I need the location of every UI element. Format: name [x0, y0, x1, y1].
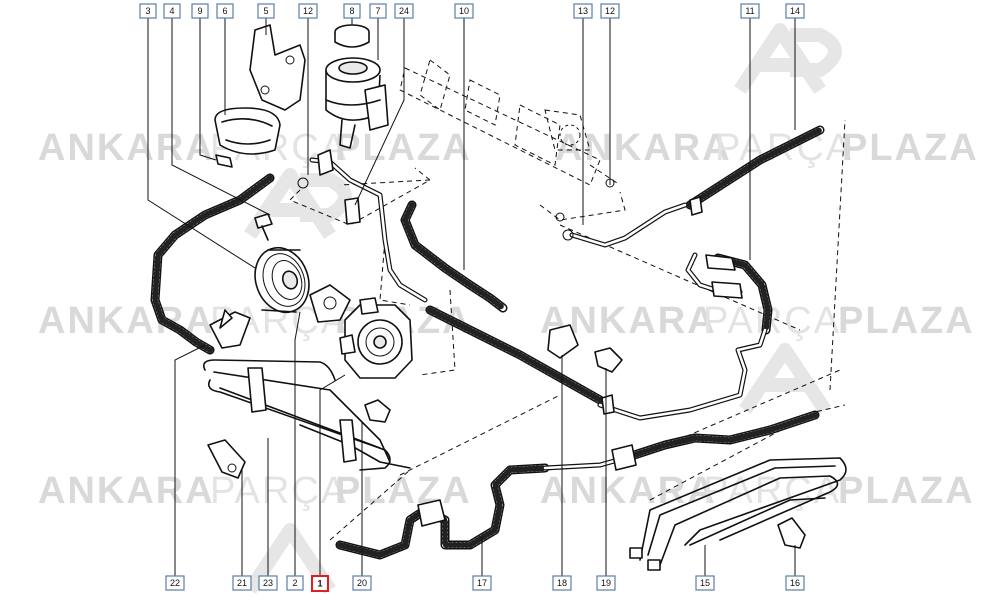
callout-label[interactable]: 7 [369, 3, 387, 19]
svg-text:12: 12 [605, 6, 615, 16]
svg-text:22: 22 [170, 578, 180, 588]
watermark-brand-right: PLAZA [335, 127, 472, 169]
callout-label[interactable]: 15 [695, 575, 715, 591]
steering-rack [399, 59, 621, 186]
watermark-brand-left: ANKARA [38, 127, 215, 169]
callout-label[interactable]: 23 [258, 575, 278, 591]
svg-text:9: 9 [197, 6, 202, 16]
svg-text:1: 1 [317, 579, 322, 589]
callout-label[interactable]: 22 [165, 575, 185, 591]
callout-label[interactable]: 12 [600, 3, 620, 19]
svg-text:23: 23 [263, 578, 273, 588]
svg-text:17: 17 [477, 578, 487, 588]
reservoir-bracket [214, 24, 306, 168]
callout-label[interactable]: 5 [257, 3, 275, 19]
callout-label[interactable]: 16 [785, 575, 805, 591]
svg-text:21: 21 [237, 578, 247, 588]
watermark-brand-mid: PARÇA [703, 300, 841, 342]
watermark: ANKARA PARÇA PLAZA ANKARA PARÇA PLAZA AN… [38, 23, 979, 594]
svg-text:12: 12 [303, 6, 313, 16]
leader-lines [147, 17, 796, 578]
svg-text:5: 5 [263, 6, 268, 16]
cooler-loop-right [629, 457, 847, 571]
callouts-top: 3 4 9 6 5 12 8 7 [139, 3, 805, 19]
callout-label[interactable]: 18 [552, 575, 572, 591]
callout-label[interactable]: 17 [472, 575, 492, 591]
callout-label[interactable]: 9 [191, 3, 209, 19]
svg-text:8: 8 [349, 6, 354, 16]
callout-label[interactable]: 8 [343, 3, 361, 19]
svg-text:2: 2 [292, 578, 297, 588]
svg-text:18: 18 [557, 578, 567, 588]
callout-label[interactable]: 6 [216, 3, 234, 19]
watermark-brand-right: PLAZA [335, 470, 472, 512]
small-parts [207, 149, 806, 549]
watermark-brand-left: ANKARA [38, 470, 215, 512]
svg-text:20: 20 [357, 578, 367, 588]
svg-text:7: 7 [375, 6, 380, 16]
svg-text:11: 11 [745, 6, 754, 16]
svg-text:4: 4 [169, 6, 174, 16]
watermark-brand-mid: PARÇA [210, 470, 348, 512]
watermark-brand-left: ANKARA [540, 470, 717, 512]
pump-flange [309, 284, 351, 323]
watermark-brand-right: PLAZA [842, 127, 979, 169]
callout-label[interactable]: 2 [286, 575, 304, 591]
svg-text:14: 14 [790, 6, 800, 16]
svg-text:10: 10 [459, 6, 469, 16]
watermark-brand-right: PLAZA [838, 470, 975, 512]
callout-label[interactable]: 12 [298, 3, 318, 19]
callout-label[interactable]: 19 [596, 575, 616, 591]
cooler-loop-left [202, 359, 411, 471]
callout-label-highlighted[interactable]: 1 [311, 575, 329, 592]
watermark-brand-right: PLAZA [838, 300, 975, 342]
svg-text:19: 19 [601, 578, 611, 588]
callout-label[interactable]: 13 [573, 3, 593, 19]
callout-label[interactable]: 20 [352, 575, 372, 591]
reservoir [325, 24, 389, 149]
callout-label[interactable]: 11 [740, 3, 760, 19]
assembly-guides [289, 119, 846, 541]
hoses [150, 125, 825, 560]
callout-label[interactable]: 21 [232, 575, 252, 591]
pulley [254, 246, 310, 314]
callout-label[interactable]: 24 [394, 3, 414, 19]
svg-text:15: 15 [700, 578, 710, 588]
svg-text:3: 3 [145, 6, 150, 16]
watermark-row-1: ANKARA PARÇA PLAZA ANKARA PARÇA PLAZA [38, 127, 979, 169]
svg-text:13: 13 [578, 6, 588, 16]
svg-text:16: 16 [790, 578, 800, 588]
callout-label[interactable]: 14 [785, 3, 805, 19]
power-steering-pump [339, 297, 413, 379]
svg-text:24: 24 [399, 6, 409, 16]
callout-label[interactable]: 4 [163, 3, 181, 19]
callout-label[interactable]: 10 [454, 3, 474, 19]
svg-text:6: 6 [222, 6, 227, 16]
callout-label[interactable]: 3 [139, 3, 157, 19]
callouts-bottom: 22 21 23 2 1 20 17 18 [165, 575, 805, 592]
watermark-brand-left: ANKARA [555, 127, 732, 169]
watermark-logo-icon [244, 23, 842, 594]
